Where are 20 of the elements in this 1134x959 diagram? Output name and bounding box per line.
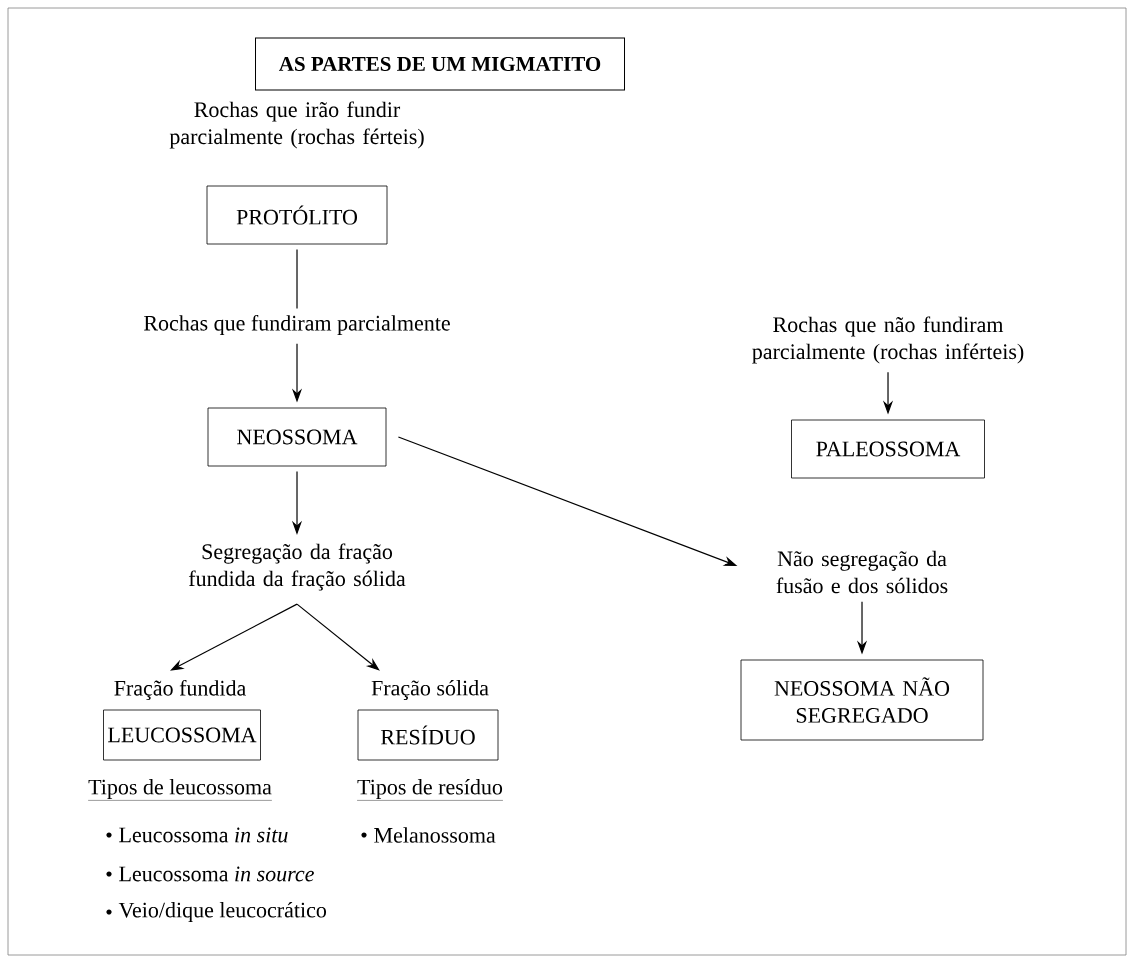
- process-box: PALEOSSOMA: [791, 419, 985, 479]
- list-item: Melanossoma: [361, 827, 496, 843]
- step-text: Rochas que fundiram parcialmente: [144, 314, 450, 336]
- process-box: NEOSSOMA NÃO SEGREGADO: [740, 659, 984, 741]
- caption-text: Fração fundida: [114, 679, 246, 701]
- step-text: Segregação da fração fundida da fração sólida: [188, 543, 406, 591]
- arrow: [296, 603, 380, 671]
- process-box: NEOSSOMA: [207, 407, 387, 467]
- caption-text: Fração sólida: [371, 680, 489, 700]
- connector-line: [296, 248, 298, 309]
- process-box: RESÍDUO: [357, 709, 499, 761]
- step-text: Rochas que não fundiram parcialmente (rochas inférteis): [752, 316, 1024, 364]
- list-item: Leucossoma in source: [106, 866, 314, 882]
- process-box: LEUCOSSOMA: [103, 709, 261, 761]
- list-item: Veio/dique leucocrático: [106, 902, 327, 922]
- title-box: AS PARTES DE UM MIGMATITO: [255, 37, 625, 91]
- process-box: PROTÓLITO: [206, 185, 388, 245]
- list-item: Leucossoma in situ: [106, 827, 288, 843]
- caption-text: Rochas que irão fundir parcialmente (rochas férteis): [169, 101, 424, 149]
- step-text: Não segregação da fusão e dos sólidos: [776, 550, 948, 594]
